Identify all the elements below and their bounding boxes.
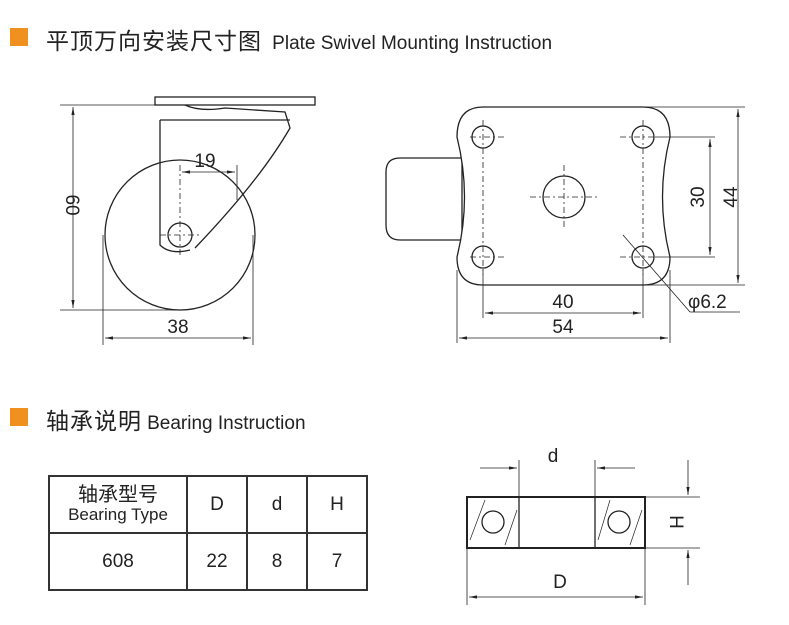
header-zh: 轴承型号 <box>78 483 158 506</box>
dim-plate-length: 44 <box>721 186 742 208</box>
dim-height: 60 <box>61 194 82 215</box>
dim-hole-spacing-v: 30 <box>688 186 709 207</box>
title-zh: 平顶万向安装尺寸图 <box>46 29 262 55</box>
dim-hole-spacing-h: 40 <box>552 292 573 313</box>
title-en: Bearing Instruction <box>147 413 306 434</box>
bearing-drawing <box>466 460 700 605</box>
cell-d: 8 <box>246 532 308 591</box>
cell-D: 22 <box>186 532 248 591</box>
cell-H: 7 <box>306 532 368 591</box>
title-en: Plate Swivel Mounting Instruction <box>272 33 553 54</box>
header-en: Bearing Type <box>68 504 168 524</box>
top-view <box>385 106 745 343</box>
dim-hole-diameter: φ6.2 <box>688 292 727 313</box>
bearing-dim-h: H <box>665 515 686 529</box>
dim-plate-width: 54 <box>552 317 574 338</box>
header-H: H <box>306 475 368 534</box>
header-D: D <box>186 475 248 534</box>
dim-width: 38 <box>167 317 188 338</box>
section-marker <box>10 28 28 46</box>
section1-title: 平顶万向安装尺寸图 Plate Swivel Mounting Instruct… <box>46 22 552 56</box>
section-marker <box>10 408 28 426</box>
table-row: 608 22 8 7 <box>48 532 368 591</box>
dim-offset: 19 <box>194 151 215 172</box>
section2-title: 轴承说明 Bearing Instruction <box>46 402 306 436</box>
bearing-dim-d: d <box>548 446 559 467</box>
title-zh: 轴承说明 <box>46 409 142 435</box>
header-d: d <box>246 475 308 534</box>
bearing-dim-outer: D <box>553 572 567 593</box>
cell-type: 608 <box>48 532 188 591</box>
side-view <box>60 96 316 345</box>
